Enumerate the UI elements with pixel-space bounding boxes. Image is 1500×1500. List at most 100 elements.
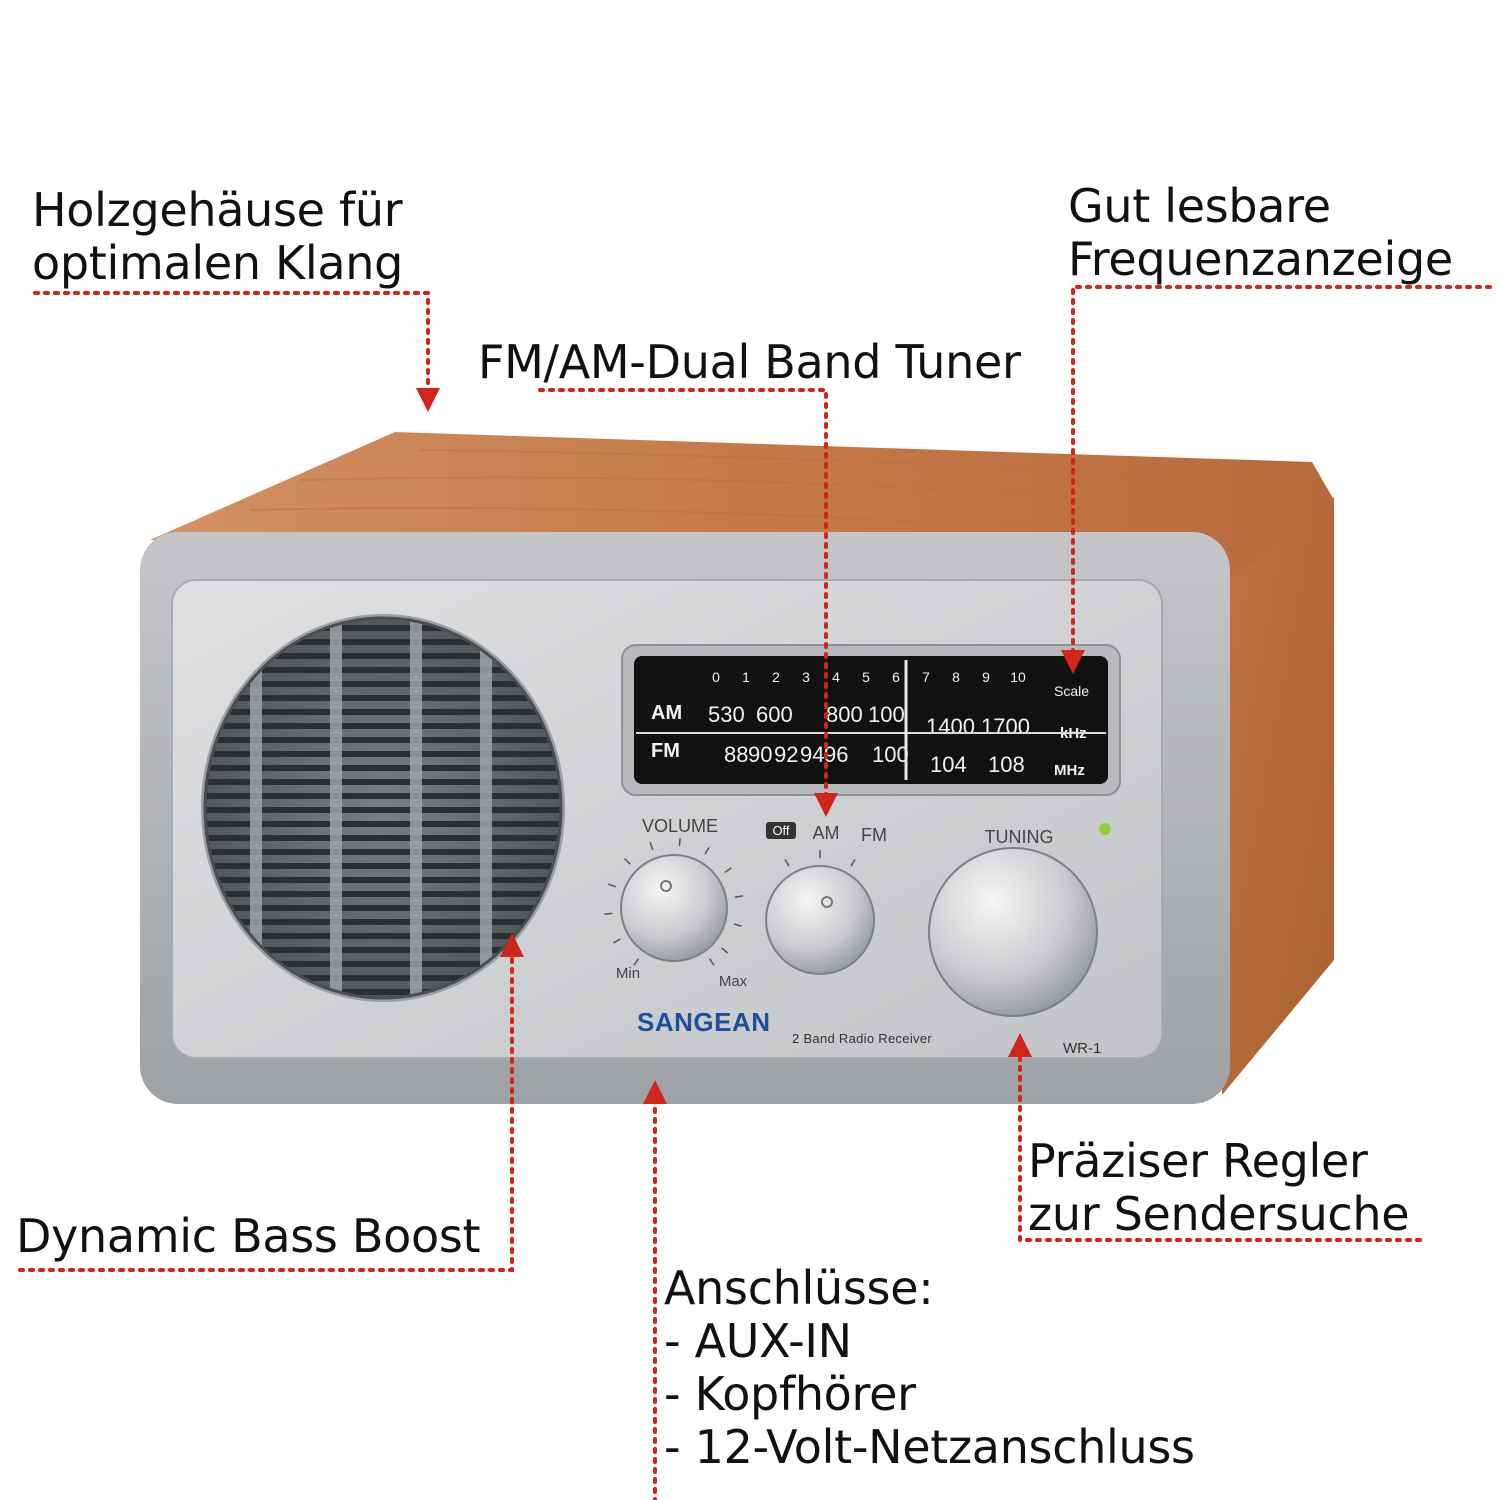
dial-am-label: AM (651, 702, 682, 724)
volume-min-label: Min (616, 965, 640, 982)
knob-tick (734, 895, 744, 898)
grille-slot (205, 919, 561, 925)
knob-tick (721, 947, 729, 954)
knob-tick (704, 847, 710, 855)
volume-knob[interactable] (604, 838, 744, 966)
grille-slot (205, 667, 561, 673)
band-selector-knob[interactable] (765, 850, 875, 975)
dial-fm-unit: MHz (1054, 762, 1085, 779)
dial-scale-number: 10 (1010, 669, 1026, 685)
pointer-connections (643, 1080, 1235, 1500)
grille-slot (205, 653, 561, 659)
grille-slot (205, 905, 561, 911)
grille-slot (205, 891, 561, 897)
callout-wood-housing-line2: optimalen Klang (32, 236, 404, 290)
grille-slot (205, 709, 561, 715)
dial-fm-value: 104 (930, 752, 967, 777)
brand-logo: SANGEAN (637, 1007, 771, 1037)
pointer-bass-boost (18, 933, 524, 1272)
callout-wood-housing-line1: Holzgehäuse für (32, 183, 403, 237)
grille-slot (205, 737, 561, 743)
callout-connections: Anschlüsse: - AUX-IN - Kopfhörer - 12-Vo… (664, 1262, 1195, 1474)
grille-bar (410, 620, 422, 998)
knob-tick (604, 912, 613, 915)
knob-tick (623, 857, 631, 865)
dial-fm-value: 96 (824, 742, 848, 767)
dial-scale-number: 4 (832, 669, 840, 685)
model-number: WR-1 (1063, 1040, 1101, 1057)
callout-wood-housing: Holzgehäuse für optimalen Klang (32, 184, 403, 290)
pointer-dual-band-tuner (538, 388, 838, 817)
grille-slot (205, 863, 561, 869)
grille-slot (205, 751, 561, 757)
dial-scale-number: 6 (892, 669, 900, 685)
band-fm-label: FM (861, 825, 887, 845)
grille-bar (250, 620, 262, 998)
dial-scale-number: 8 (952, 669, 960, 685)
callout-frequency-display-line1: Gut lesbare (1068, 179, 1331, 233)
knob-tick (733, 923, 742, 927)
callout-pointers (18, 285, 1492, 1500)
dial-scale-label: Scale (1054, 683, 1089, 699)
band-am-label: AM (813, 823, 840, 843)
grille-slot (205, 989, 561, 995)
dial-fm-label: FM (651, 740, 680, 762)
knob-tick (607, 883, 616, 888)
grille-slot (205, 681, 561, 687)
dial-scale-number: 3 (802, 669, 810, 685)
knob-tick (678, 838, 681, 847)
dial-fm-value: 88 (724, 742, 748, 767)
knob-tick (613, 938, 621, 944)
wood-grain (249, 449, 1261, 541)
tuning-knob[interactable] (928, 847, 1098, 1017)
tuning-label: TUNING (985, 827, 1054, 847)
dial-am-value: 1400 (926, 714, 975, 739)
dial-fm-value: 100 (872, 742, 909, 767)
dial-fm-value: 94 (800, 742, 824, 767)
dial-fm-value: 108 (988, 752, 1025, 777)
grille-slot (205, 779, 561, 785)
callout-frequency-display-line2: Frequenzanzeige (1068, 232, 1453, 286)
grille-bar (480, 620, 492, 998)
grille-slot (205, 849, 561, 855)
pointer-wood-housing (33, 291, 440, 412)
callout-connections-line3: - Kopfhörer (664, 1367, 916, 1421)
callout-frequency-display: Gut lesbare Frequenzanzeige (1068, 180, 1453, 286)
grille-slot (205, 793, 561, 799)
grille-slot (205, 695, 561, 701)
grille-slot (205, 723, 561, 729)
knob-tick (708, 958, 715, 966)
grille-slot (205, 975, 561, 981)
callout-dual-band-tuner: FM/AM-Dual Band Tuner (478, 336, 1021, 389)
dial-fm-value: 90 (748, 742, 772, 767)
band-off-badge (766, 822, 796, 839)
grille-slot (205, 933, 561, 939)
callout-bass-boost-line1: Dynamic Bass Boost (16, 1209, 481, 1263)
dial-am-value: 800 (826, 702, 863, 727)
dial-am-value: 1700 (981, 714, 1030, 739)
grille-slot (205, 947, 561, 953)
pointer-frequency-display (1061, 285, 1492, 674)
callout-tuning-control-line1: Präziser Regler (1028, 1134, 1368, 1188)
grille-slot (205, 625, 561, 631)
callout-connections-line2: - AUX-IN (664, 1314, 852, 1368)
grille-slot (205, 765, 561, 771)
volume-max-label: Max (719, 973, 748, 990)
dial-am-value: 100 (868, 702, 905, 727)
dial-scale-number: 7 (922, 669, 930, 685)
knob-tick (850, 859, 856, 867)
knob-tick (633, 958, 640, 966)
callout-bass-boost: Dynamic Bass Boost (16, 1209, 481, 1263)
dial-scale-number: 5 (862, 669, 870, 685)
wood-side (1222, 497, 1334, 1095)
dial-am-value: 530 (708, 702, 745, 727)
pointer-tuning-control (1008, 1033, 1422, 1242)
knob-tick (649, 841, 654, 850)
speaker-grille (201, 614, 565, 1002)
callout-tuning-control: Präziser Regler zur Sendersuche (1028, 1134, 1410, 1241)
grille-slot (205, 877, 561, 883)
dial-am-value: 600 (756, 702, 793, 727)
grille-bar (330, 620, 342, 998)
